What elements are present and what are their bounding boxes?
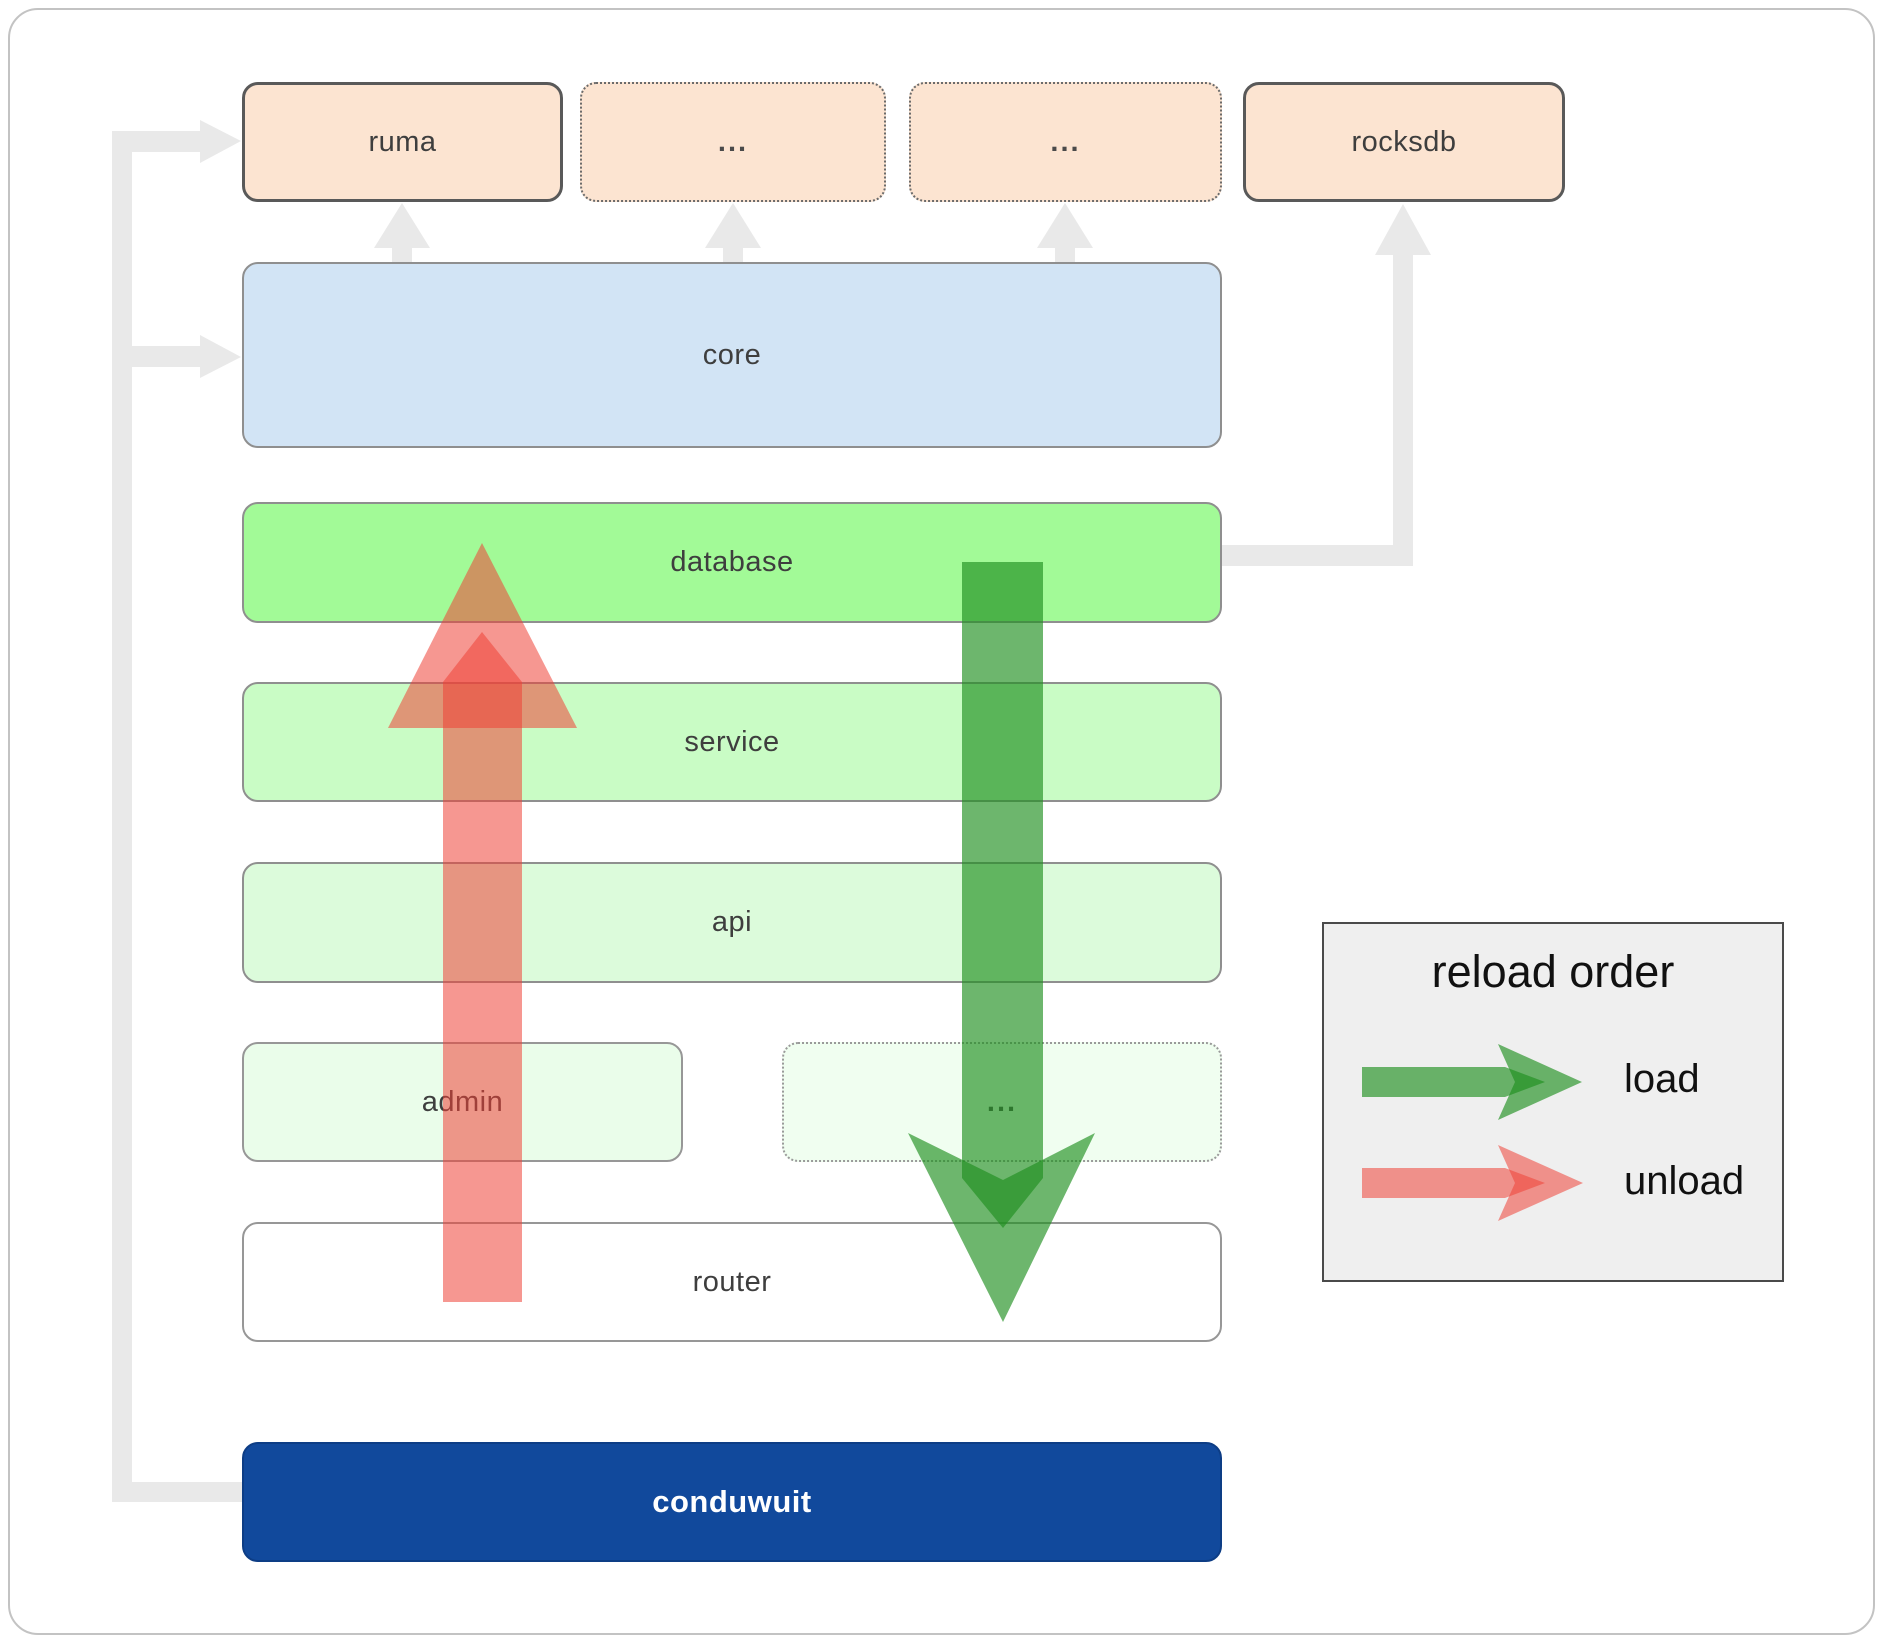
node-admin: admin bbox=[242, 1042, 683, 1162]
legend-unload-label: unload bbox=[1624, 1159, 1745, 1203]
node-ellipsis-mid: ... bbox=[782, 1042, 1222, 1162]
node-database-label: database bbox=[670, 546, 794, 578]
legend-load-label: load bbox=[1624, 1057, 1700, 1101]
node-ellipsis-top-1-label: ... bbox=[717, 125, 749, 158]
node-core: core bbox=[242, 262, 1222, 448]
node-rocksdb: rocksdb bbox=[1243, 82, 1565, 202]
node-router-label: router bbox=[692, 1265, 772, 1298]
node-ellipsis-mid-label: ... bbox=[986, 1085, 1018, 1118]
legend-reload-order: reload order load unload bbox=[1322, 922, 1784, 1282]
node-ellipsis-top-2-label: ... bbox=[1050, 125, 1081, 158]
node-database: database bbox=[242, 502, 1222, 623]
node-conduwuit: conduwuit bbox=[242, 1442, 1222, 1562]
node-api-label: api bbox=[711, 906, 753, 938]
node-router: router bbox=[242, 1222, 1222, 1342]
node-admin-label: admin bbox=[421, 1085, 504, 1118]
diagram-frame bbox=[8, 8, 1875, 1635]
node-ruma-label: ruma bbox=[368, 125, 437, 158]
node-rocksdb-label: rocksdb bbox=[1351, 125, 1457, 158]
node-conduwuit-label: conduwuit bbox=[652, 1484, 812, 1519]
node-ruma: ruma bbox=[242, 82, 563, 202]
node-ellipsis-top-1: ... bbox=[580, 82, 886, 202]
node-service: service bbox=[242, 682, 1222, 802]
node-ellipsis-top-2: ... bbox=[909, 82, 1222, 202]
node-core-label: core bbox=[702, 338, 762, 371]
legend-title: reload order bbox=[1431, 946, 1675, 997]
node-service-label: service bbox=[684, 725, 780, 758]
node-api: api bbox=[242, 862, 1222, 983]
